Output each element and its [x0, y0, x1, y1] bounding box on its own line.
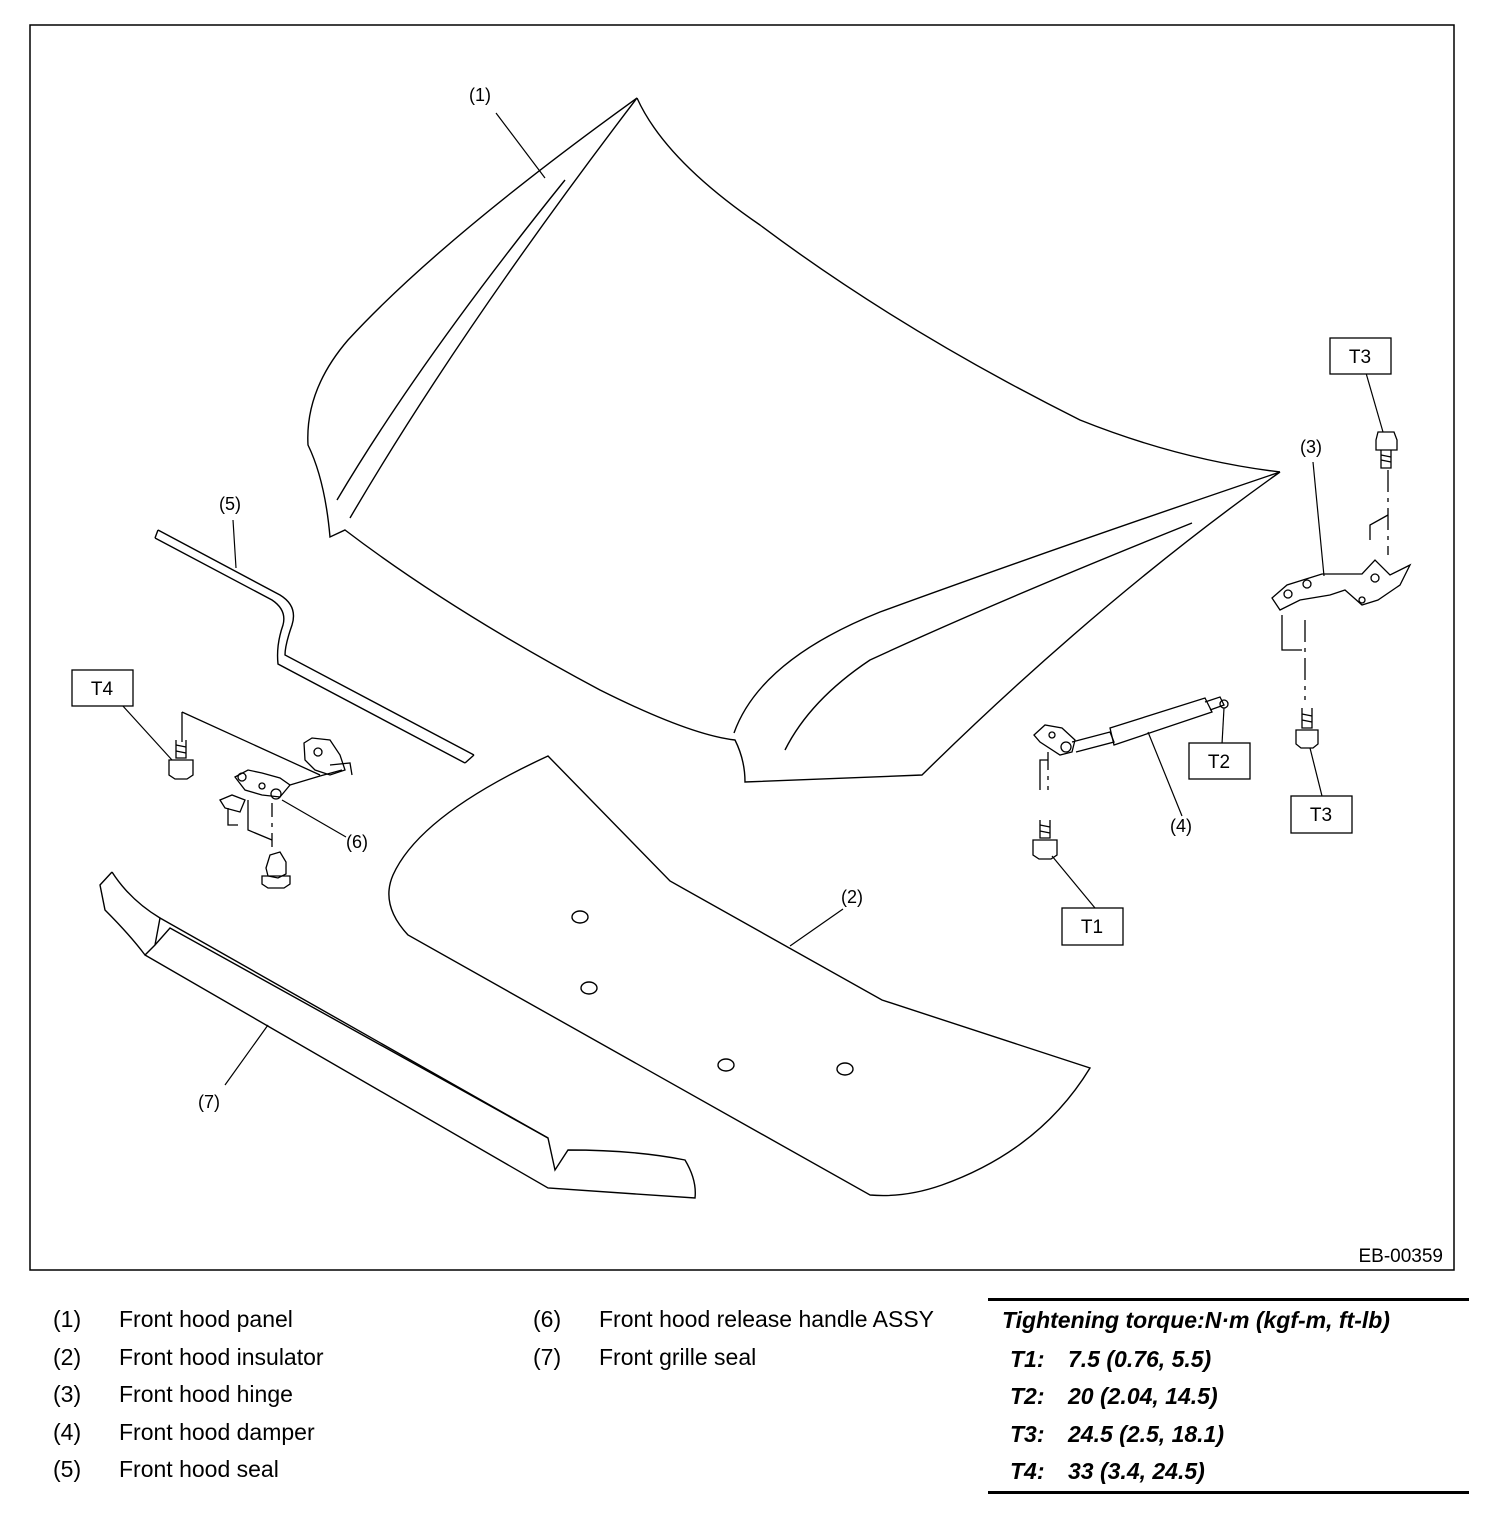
legend-item-name: Front hood release handle ASSY — [599, 1306, 935, 1332]
torque-value: 20 (2.04, 14.5) — [1068, 1383, 1218, 1409]
torque-code: T2: — [1010, 1383, 1045, 1409]
torque-tag-t3-top: T3 — [1329, 337, 1392, 375]
front-hood-hinge — [1271, 470, 1412, 700]
torque-value: 7.5 (0.76, 5.5) — [1068, 1346, 1212, 1372]
torque-code: T4: — [1010, 1458, 1045, 1484]
legend-item-number: (3) — [53, 1381, 82, 1407]
t4-bolt — [168, 740, 194, 780]
legend-item-number: (7) — [533, 1344, 562, 1370]
torque-code: T1: — [1010, 1346, 1045, 1372]
t3-lower-bolt — [1295, 708, 1319, 749]
callout-7: (7) — [198, 1092, 220, 1112]
front-hood-release-handle — [181, 711, 353, 850]
torque-value: 33 (3.4, 24.5) — [1068, 1458, 1205, 1484]
torque-tag-t3-bottom: T3 — [1290, 795, 1353, 834]
tightening-torque-table: Tightening torque:N·m (kgf-m, ft-lb) T1:… — [988, 1298, 1469, 1494]
torque-table-title: Tightening torque:N·m (kgf-m, ft-lb) — [1002, 1307, 1390, 1333]
torque-value: 24.5 (2.5, 18.1) — [1068, 1421, 1224, 1447]
svg-text:T2: T2 — [1208, 752, 1230, 773]
callout-5: (5) — [219, 494, 241, 514]
callout-3: (3) — [1300, 437, 1322, 457]
legend-item-name: Front grille seal — [599, 1344, 757, 1370]
t1-bolt — [1032, 820, 1058, 860]
diagram-frame — [29, 24, 1455, 1271]
release-handle-clip — [261, 851, 291, 889]
figure-reference-code: EB-00359 — [1358, 1246, 1443, 1267]
front-hood-insulator — [388, 755, 1092, 1197]
front-hood-damper — [1033, 696, 1229, 790]
callout-2: (2) — [841, 887, 863, 907]
svg-text:T4: T4 — [91, 679, 114, 700]
front-grille-seal — [99, 871, 696, 1199]
svg-text:T1: T1 — [1081, 917, 1103, 938]
legend-item-name: Front hood hinge — [119, 1381, 293, 1407]
torque-code: T3: — [1010, 1421, 1045, 1447]
legend-item-name: Front hood seal — [119, 1456, 279, 1482]
torque-tag-t2: T2 — [1188, 742, 1251, 780]
torque-tag-t4: T4 — [71, 669, 134, 707]
leader-lines — [121, 112, 1384, 1086]
exploded-diagram: (1) (2) (3) (4) (5) (6) (7) T3 T3 T2 T1 … — [29, 24, 1455, 1271]
legend-item-number: (5) — [53, 1456, 82, 1482]
legend-item-name: Front hood panel — [119, 1306, 293, 1332]
svg-text:T3: T3 — [1349, 347, 1371, 368]
front-hood-panel — [307, 97, 1281, 783]
legend-item-number: (1) — [53, 1306, 82, 1332]
legend-item-number: (6) — [533, 1306, 562, 1332]
callout-6: (6) — [346, 832, 368, 852]
callout-4: (4) — [1170, 816, 1192, 836]
legend-item-name: Front hood damper — [119, 1419, 315, 1445]
legend-item-number: (4) — [53, 1419, 82, 1445]
callout-1: (1) — [469, 85, 491, 105]
legend-item-number: (2) — [53, 1344, 82, 1370]
svg-text:T3: T3 — [1310, 805, 1332, 826]
front-hood-seal — [154, 529, 475, 764]
torque-tag-t1: T1 — [1061, 907, 1124, 946]
legend-item-name: Front hood insulator — [119, 1344, 324, 1370]
t3-upper-bolt — [1375, 431, 1398, 469]
